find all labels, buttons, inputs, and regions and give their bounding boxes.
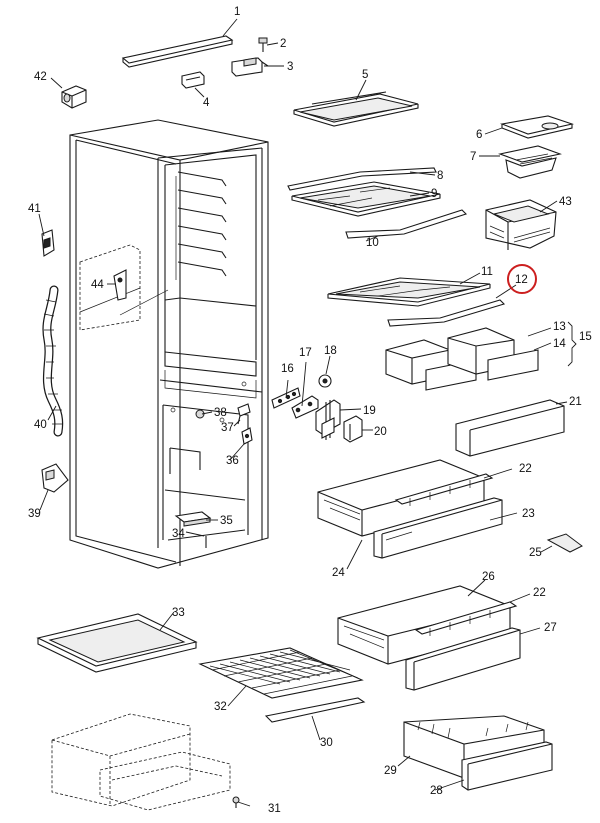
part-32-wire-grill bbox=[198, 647, 364, 699]
callout-labels: 1 2 3 4 5 6 7 8 9 10 11 12 13 14 15 16 1… bbox=[28, 6, 592, 815]
callout-4: 4 bbox=[203, 97, 210, 109]
part-36-clip bbox=[241, 427, 253, 445]
part-9-glass-shelf bbox=[291, 181, 441, 217]
callout-38: 38 bbox=[214, 407, 227, 419]
part-22-rail-a bbox=[394, 473, 494, 506]
callout-25: 25 bbox=[529, 547, 542, 559]
part-1-top-rail bbox=[121, 35, 234, 68]
callout-3: 3 bbox=[287, 61, 293, 73]
part-28-drawer-front bbox=[461, 741, 553, 791]
callout-37: 37 bbox=[221, 422, 234, 434]
callout-30: 30 bbox=[320, 737, 333, 749]
callout-5: 5 bbox=[362, 69, 368, 81]
callout-2: 2 bbox=[280, 38, 286, 50]
callout-35: 35 bbox=[220, 515, 233, 527]
callout-19: 19 bbox=[363, 405, 376, 417]
callout-27: 27 bbox=[544, 622, 557, 634]
cabinet-body bbox=[69, 119, 269, 569]
part-3-bracket bbox=[231, 57, 269, 77]
cabinet-base-dashed bbox=[51, 713, 231, 811]
callout-29: 29 bbox=[384, 765, 397, 777]
callout-16: 16 bbox=[281, 363, 294, 375]
part-17-hinge-plate bbox=[291, 395, 319, 419]
part-5-shelf bbox=[293, 91, 419, 127]
callout-14: 14 bbox=[553, 338, 566, 350]
part-27-drawer-front bbox=[405, 627, 521, 691]
part-20-cover bbox=[343, 415, 363, 443]
part-2-screw bbox=[258, 37, 268, 52]
part-21-flap bbox=[455, 399, 565, 457]
callout-36: 36 bbox=[226, 455, 239, 467]
callout-1: 1 bbox=[234, 6, 240, 18]
callout-39: 39 bbox=[28, 508, 41, 520]
part-6-cover bbox=[499, 115, 575, 139]
callout-34: 34 bbox=[172, 528, 185, 540]
part-11-glass-shelf bbox=[327, 277, 491, 307]
part-35-drip-tray bbox=[174, 511, 212, 527]
part-22-rail-b bbox=[414, 601, 518, 636]
callout-40: 40 bbox=[34, 419, 47, 431]
part-40-hose bbox=[42, 285, 64, 437]
callout-12-highlight-ring bbox=[507, 264, 537, 294]
part-37-fastener bbox=[237, 403, 251, 425]
part-4-handle bbox=[181, 71, 205, 89]
callout-21: 21 bbox=[569, 396, 582, 408]
part-10-rail bbox=[345, 209, 468, 239]
part-19-hinge bbox=[315, 399, 341, 440]
callout-6: 6 bbox=[476, 129, 482, 141]
part-31-screw bbox=[232, 796, 240, 808]
leader-lines bbox=[38, 18, 577, 807]
callout-26: 26 bbox=[482, 571, 495, 583]
part-44-lamp-holder bbox=[113, 269, 127, 301]
part-33-wire-shelf bbox=[36, 613, 198, 673]
callout-20: 20 bbox=[374, 426, 387, 438]
part-39-foot bbox=[41, 463, 69, 493]
callout-23: 23 bbox=[522, 508, 535, 520]
part-12-shelf-edge bbox=[387, 299, 506, 327]
callout-11: 11 bbox=[481, 266, 493, 278]
callout-41: 41 bbox=[28, 203, 41, 215]
callout-33: 33 bbox=[172, 607, 185, 619]
callout-44: 44 bbox=[91, 279, 104, 291]
callout-15: 15 bbox=[579, 331, 592, 343]
callout-28: 28 bbox=[430, 785, 443, 797]
part-43-crisper-lid bbox=[485, 199, 557, 250]
callout-18: 18 bbox=[324, 345, 337, 357]
callout-7: 7 bbox=[470, 151, 476, 163]
callout-9: 9 bbox=[431, 188, 437, 200]
callout-43: 43 bbox=[559, 196, 572, 208]
callout-13: 13 bbox=[553, 321, 566, 333]
part-25-scraper bbox=[546, 533, 583, 553]
callout-12: 12 bbox=[515, 274, 528, 286]
callout-22b: 22 bbox=[533, 587, 546, 599]
part-18-bolt bbox=[318, 374, 332, 388]
part-13-14-door-bins bbox=[385, 327, 539, 391]
callout-24: 24 bbox=[332, 567, 345, 579]
callout-32: 32 bbox=[214, 701, 227, 713]
part-8-rail bbox=[287, 167, 437, 191]
callout-17: 17 bbox=[299, 347, 312, 359]
callout-10: 10 bbox=[366, 237, 379, 249]
callout-31: 31 bbox=[268, 803, 281, 815]
part-30-strip bbox=[264, 697, 366, 723]
callout-22a: 22 bbox=[519, 463, 532, 475]
part-41-clip bbox=[41, 229, 55, 257]
part-23-drawer-front bbox=[373, 497, 503, 559]
part-42-hinge-cap bbox=[61, 85, 87, 109]
callout-8: 8 bbox=[437, 170, 443, 182]
part-7-egg-tray bbox=[498, 145, 562, 179]
callout-42: 42 bbox=[34, 71, 47, 83]
